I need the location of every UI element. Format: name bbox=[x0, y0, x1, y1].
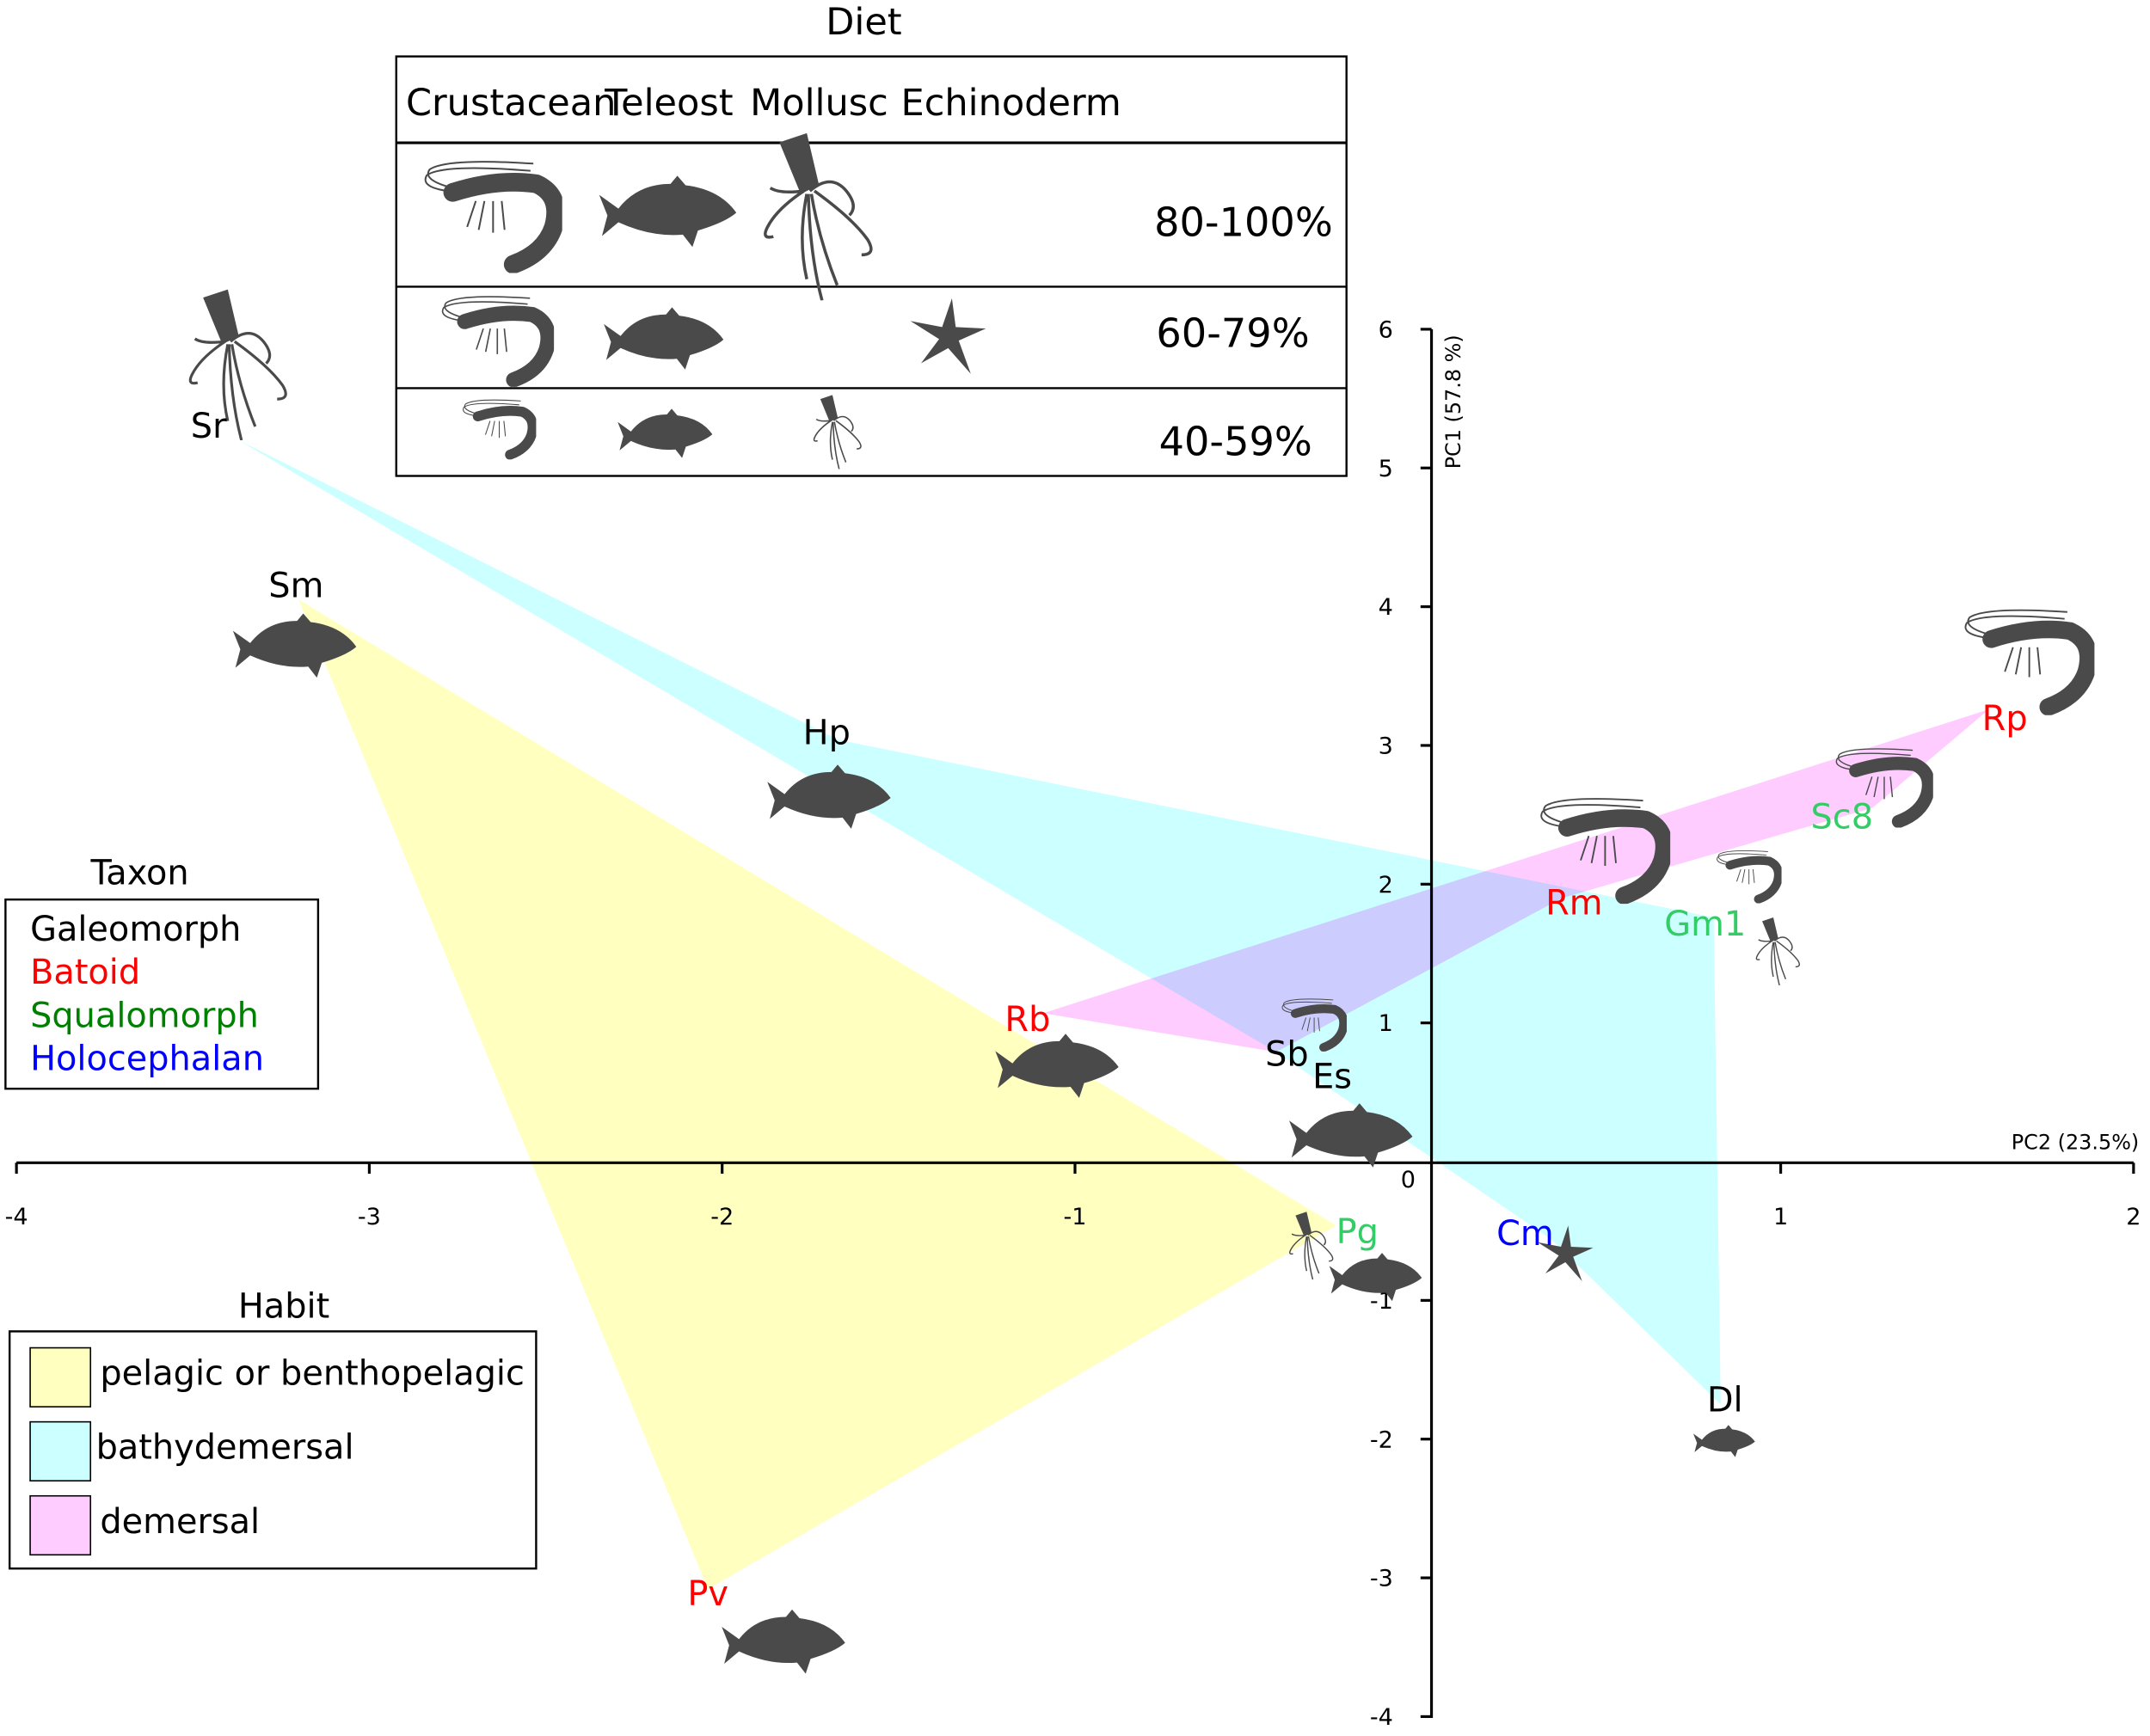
data-point-Sb: Sb bbox=[1265, 999, 1343, 1074]
diet-col-mollusc: Mollusc bbox=[750, 82, 888, 125]
taxon-legend-item: Galeomorph bbox=[30, 910, 241, 949]
diet-row-80-100: 80-100% bbox=[1154, 199, 1333, 245]
shrimp-icon bbox=[443, 297, 549, 380]
point-label: Sc8 bbox=[1811, 797, 1874, 837]
data-point-Pg: Pg bbox=[1289, 1212, 1422, 1302]
hull-demersal bbox=[1043, 709, 1989, 1052]
data-point-Gm1: Gm1 bbox=[1664, 850, 1801, 985]
data-point-Rb: Rb bbox=[995, 1000, 1119, 1098]
x-tick-label: -1 bbox=[1063, 1204, 1086, 1230]
diet-row-40-59: 40-59% bbox=[1159, 419, 1312, 465]
squid-icon bbox=[763, 132, 873, 301]
x-tick-label: 0 bbox=[1401, 1167, 1416, 1193]
taxon-legend-item: Batoid bbox=[30, 953, 140, 992]
habit-swatch bbox=[29, 1420, 92, 1481]
habit-legend: Habit pelagic or benthopelagic bathydemer… bbox=[8, 1286, 538, 1570]
habit-legend-title: Habit bbox=[238, 1286, 329, 1326]
y-tick-label: 5 bbox=[1379, 456, 1393, 482]
x-tick-label: -3 bbox=[358, 1204, 381, 1230]
habit-legend-item: bathydemersal bbox=[96, 1428, 354, 1468]
data-point-Dl: Dl bbox=[1692, 1380, 1755, 1457]
y-tick-label: 3 bbox=[1379, 733, 1393, 760]
habit-legend-item: pelagic or benthopelagic bbox=[100, 1354, 525, 1394]
data-point-Rp: Rp bbox=[1965, 610, 2088, 739]
fish-icon bbox=[1692, 1425, 1755, 1457]
squid-icon bbox=[813, 395, 862, 469]
point-label: Dl bbox=[1707, 1380, 1743, 1420]
taxon-legend-title: Taxon bbox=[90, 854, 189, 893]
point-label: Rm bbox=[1545, 884, 1603, 923]
x-axis-title: PC2 (23.5%) bbox=[2012, 1130, 2140, 1154]
point-label: Sr bbox=[191, 407, 227, 446]
taxon-legend: Taxon GaleomorphBatoidSqualomorphHolocep… bbox=[4, 854, 320, 1090]
point-label: Sb bbox=[1265, 1034, 1309, 1074]
starfish-icon bbox=[910, 298, 986, 374]
habit-legend-item: demersal bbox=[100, 1502, 260, 1542]
data-point-Rm: Rm bbox=[1541, 799, 1664, 923]
data-point-Sm: Sm bbox=[232, 566, 357, 678]
point-label: Gm1 bbox=[1664, 905, 1746, 944]
data-point-Sr: Sr bbox=[188, 289, 287, 446]
x-tick-label: -4 bbox=[5, 1204, 28, 1230]
habit-swatch bbox=[29, 1346, 92, 1408]
diet-title: Diet bbox=[826, 1, 901, 44]
diet-col-crustacean: Crustacean bbox=[406, 82, 616, 125]
taxon-legend-item: Holocephalan bbox=[30, 1040, 264, 1079]
y-tick-label: 6 bbox=[1379, 316, 1393, 343]
point-label: Cm bbox=[1496, 1214, 1554, 1254]
x-axis: -4 -3 -2 -1 0 1 2 PC2 (23.5%) bbox=[5, 1130, 2141, 1230]
shrimp-icon bbox=[1965, 610, 2088, 708]
y-tick-label: -2 bbox=[1370, 1426, 1393, 1453]
shrimp-icon bbox=[426, 162, 556, 264]
y-tick-label: 1 bbox=[1379, 1010, 1393, 1037]
data-point-Pv: Pv bbox=[687, 1574, 845, 1674]
data-point-Sc8: Sc8 bbox=[1811, 749, 1929, 837]
habit-swatch bbox=[29, 1494, 92, 1556]
fish-icon bbox=[617, 408, 713, 458]
point-label: Rb bbox=[1004, 1000, 1050, 1040]
fish-icon bbox=[604, 307, 724, 370]
shrimp-icon bbox=[464, 400, 533, 455]
y-tick-label: -4 bbox=[1370, 1704, 1393, 1731]
x-tick-label: -2 bbox=[710, 1204, 734, 1230]
hull-pelagic-or-benthopelagic bbox=[298, 599, 1336, 1589]
y-tick-label: -3 bbox=[1370, 1566, 1393, 1592]
habit-hulls bbox=[238, 439, 1989, 1589]
squid-icon bbox=[1755, 917, 1801, 985]
point-label: Hp bbox=[803, 713, 851, 752]
x-tick-label: 2 bbox=[2126, 1204, 2141, 1230]
fish-icon bbox=[599, 175, 737, 248]
data-point-Es: Es bbox=[1288, 1058, 1413, 1168]
data-point-Cm: Cm bbox=[1496, 1214, 1594, 1282]
point-label: Es bbox=[1312, 1058, 1352, 1097]
diet-col-teleost: Teleost bbox=[604, 82, 734, 125]
taxon-legend-item: Squalomorph bbox=[30, 996, 259, 1035]
x-tick-label: 1 bbox=[1773, 1204, 1788, 1230]
y-tick-label: 2 bbox=[1379, 872, 1393, 899]
point-label: Pv bbox=[687, 1574, 728, 1614]
shrimp-icon bbox=[1717, 850, 1778, 899]
y-tick-label: 4 bbox=[1379, 594, 1393, 621]
point-label: Sm bbox=[268, 566, 323, 605]
point-label: Pg bbox=[1336, 1212, 1379, 1252]
fish-icon bbox=[722, 1609, 845, 1674]
y-axis-title: PC1 (57.8 %) bbox=[1441, 334, 1465, 469]
diet-col-echinoderm: Echinoderm bbox=[901, 82, 1121, 125]
data-point-Hp: Hp bbox=[767, 713, 891, 829]
point-label: Rp bbox=[1982, 699, 2028, 739]
diet-legend: Diet Crustacean Teleost Mollusc Echinode… bbox=[395, 1, 1348, 477]
diet-row-60-79: 60-79% bbox=[1156, 310, 1309, 357]
